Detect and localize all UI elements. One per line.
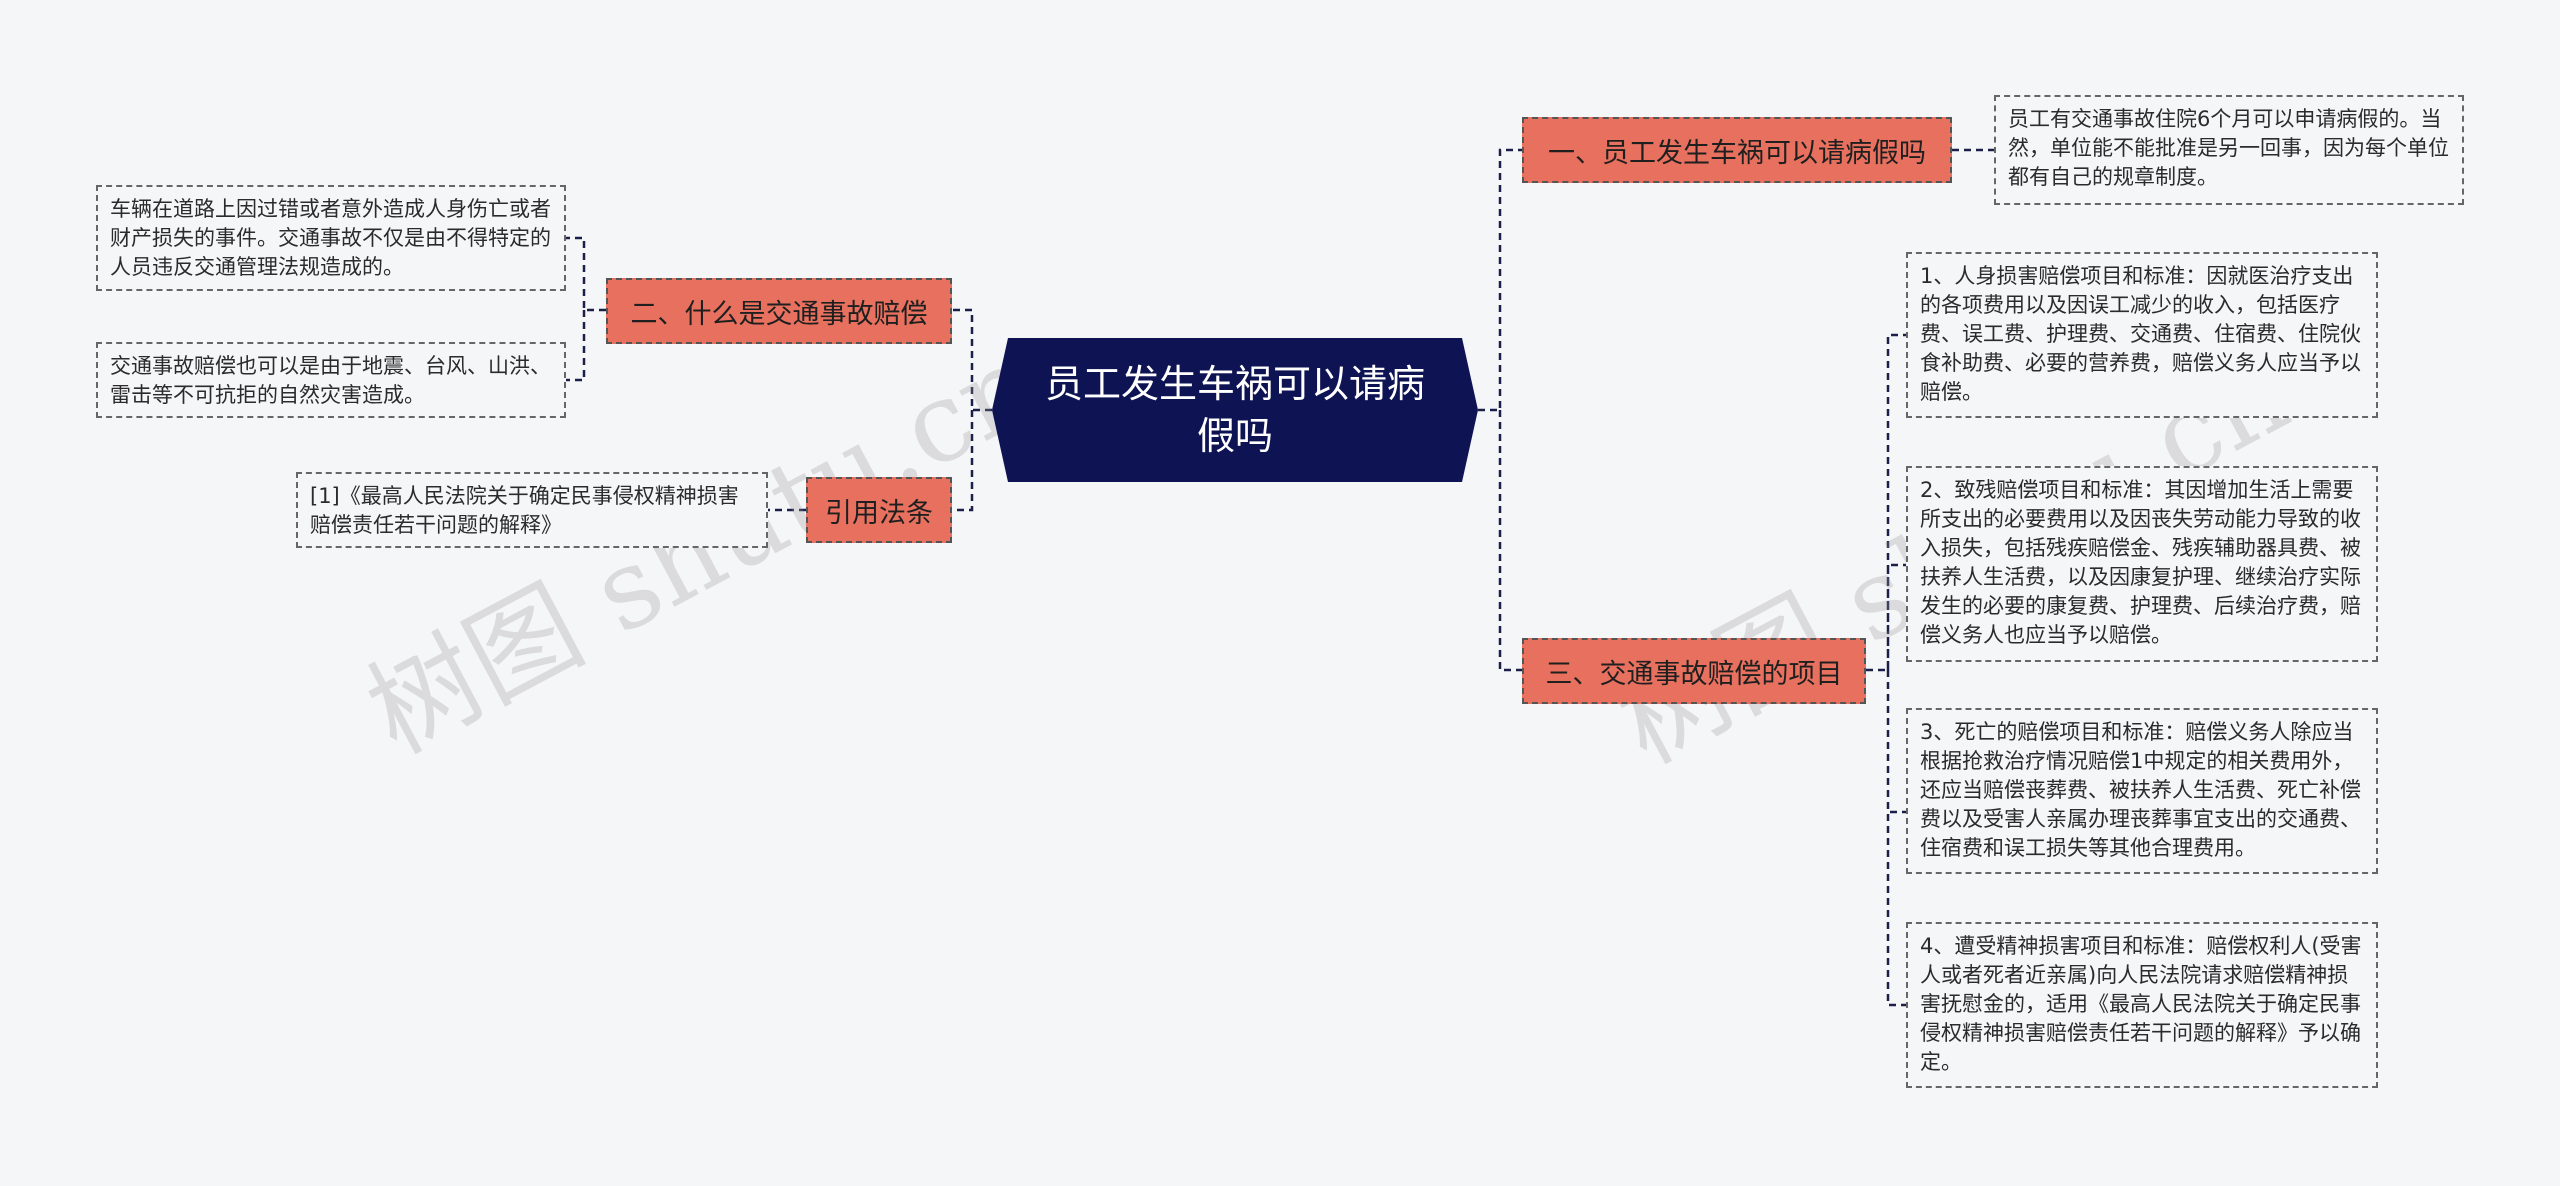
leaf-natural-disaster-text: 交通事故赔偿也可以是由于地震、台风、山洪、雷击等不可抗拒的自然灾害造成。 bbox=[110, 354, 551, 407]
leaf-death-text: 3、死亡的赔偿项目和标准：赔偿义务人除应当根据抢救治疗情况赔偿1中规定的相关费用… bbox=[1920, 720, 2361, 860]
branch-what-is-compensation[interactable]: 二、什么是交通事故赔偿 bbox=[606, 278, 952, 344]
leaf-cited-law: [1]《最高人民法院关于确定民事侵权精神损害赔偿责任若干问题的解释》 bbox=[296, 472, 768, 548]
branch-compensation-items-label: 三、交通事故赔偿的项目 bbox=[1545, 658, 1843, 690]
leaf-natural-disaster: 交通事故赔偿也可以是由于地震、台风、山洪、雷击等不可抗拒的自然灾害造成。 bbox=[96, 342, 566, 418]
leaf-definition-text: 车辆在道路上因过错或者意外造成人身伤亡或者财产损失的事件。交通事故不仅是由不得特… bbox=[110, 197, 551, 279]
leaf-definition: 车辆在道路上因过错或者意外造成人身伤亡或者财产损失的事件。交通事故不仅是由不得特… bbox=[96, 185, 566, 291]
central-topic-node[interactable]: 员工发生车祸可以请病假吗 bbox=[992, 338, 1478, 482]
branch-compensation-items[interactable]: 三、交通事故赔偿的项目 bbox=[1522, 638, 1866, 704]
leaf-sick-leave-answer-text: 员工有交通事故住院6个月可以申请病假的。当然，单位能不能批准是另一回事，因为每个… bbox=[2008, 107, 2449, 189]
branch-cited-law-label: 引用法条 bbox=[825, 497, 933, 529]
leaf-disability: 2、致残赔偿项目和标准：其因增加生活上需要所支出的必要费用以及因丧失劳动能力导致… bbox=[1906, 466, 2378, 662]
branch-cited-law[interactable]: 引用法条 bbox=[806, 477, 952, 543]
leaf-sick-leave-answer: 员工有交通事故住院6个月可以申请病假的。当然，单位能不能批准是另一回事，因为每个… bbox=[1994, 95, 2464, 205]
branch-sick-leave-label: 一、员工发生车祸可以请病假吗 bbox=[1548, 137, 1926, 169]
connector-l2-leaves bbox=[566, 236, 606, 382]
connector-central-left bbox=[952, 308, 992, 512]
leaf-mental-damage-text: 4、遭受精神损害项目和标准：赔偿权利人(受害人或者死者近亲属)向人民法院请求赔偿… bbox=[1920, 934, 2362, 1074]
connector-central-right bbox=[1478, 148, 1522, 672]
leaf-disability-text: 2、致残赔偿项目和标准：其因增加生活上需要所支出的必要费用以及因丧失劳动能力导致… bbox=[1920, 478, 2361, 647]
leaf-mental-damage: 4、遭受精神损害项目和标准：赔偿权利人(受害人或者死者近亲属)向人民法院请求赔偿… bbox=[1906, 922, 2378, 1088]
central-topic-label: 员工发生车祸可以请病假吗 bbox=[1044, 362, 1425, 458]
leaf-death: 3、死亡的赔偿项目和标准：赔偿义务人除应当根据抢救治疗情况赔偿1中规定的相关费用… bbox=[1906, 708, 2378, 874]
leaf-cited-law-text: [1]《最高人民法院关于确定民事侵权精神损害赔偿责任若干问题的解释》 bbox=[310, 484, 739, 537]
leaf-personal-injury: 1、人身损害赔偿项目和标准：因就医治疗支出的各项费用以及因误工减少的收入，包括医… bbox=[1906, 252, 2378, 418]
connector-r3-leaves bbox=[1866, 333, 1906, 1007]
branch-sick-leave[interactable]: 一、员工发生车祸可以请病假吗 bbox=[1522, 117, 1952, 183]
branch-what-is-compensation-label: 二、什么是交通事故赔偿 bbox=[630, 298, 928, 330]
leaf-personal-injury-text: 1、人身损害赔偿项目和标准：因就医治疗支出的各项费用以及因误工减少的收入，包括医… bbox=[1920, 264, 2361, 404]
